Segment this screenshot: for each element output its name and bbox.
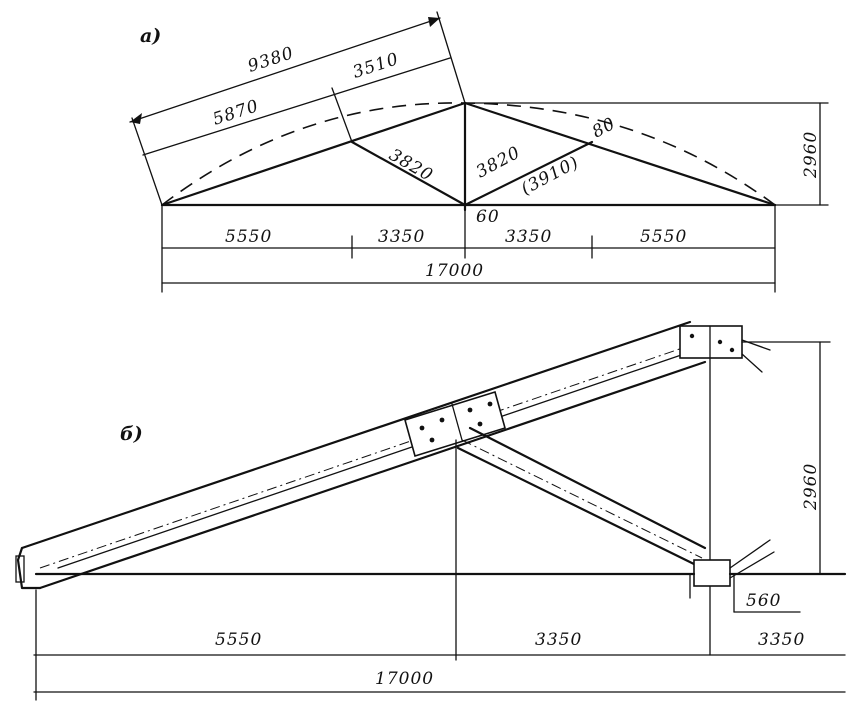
dim-9380: 9380 [245, 43, 296, 77]
deflection-curve [161, 102, 776, 206]
rafter-bottom-edge [38, 360, 707, 590]
strut-right [463, 140, 594, 207]
bolt [467, 407, 473, 413]
ext-line-node [331, 87, 353, 143]
strut-axis [461, 439, 703, 559]
bolt [477, 421, 483, 427]
dim-strut-right-alt: (3910) [518, 152, 583, 199]
strut-b [456, 426, 707, 568]
strut-upper-edge [468, 426, 707, 550]
truss-members-a [160, 101, 777, 212]
ridge-joint [679, 325, 771, 373]
bolt [439, 417, 445, 423]
bolt [689, 333, 695, 339]
arrow-9380-right [428, 17, 440, 27]
bolt [419, 425, 425, 431]
strut-lower-edge [456, 446, 700, 568]
rafter-b [15, 320, 707, 590]
heel-plate [15, 555, 25, 583]
span-dimensions-a: 5550 3350 3350 5550 17000 [161, 204, 776, 293]
splice-divider [451, 403, 463, 441]
dim-5870: 5870 [210, 96, 261, 130]
ext-line-top [436, 11, 466, 104]
bolt [429, 437, 435, 443]
diagram-b-label: б) [120, 423, 143, 445]
truss-scheme-a: а) 9380 5870 3510 3820 3820 ( [129, 11, 829, 293]
diagram-a-label: а) [140, 25, 161, 47]
top-chord-left [160, 101, 467, 207]
rafter-top-edge [20, 320, 692, 550]
bolt [729, 347, 735, 353]
dim-line-5870-3510 [142, 57, 451, 156]
dim-560: 560 [746, 591, 781, 611]
dim-span-a1: 5550 [225, 227, 272, 247]
dim-span-a3: 3350 [505, 227, 552, 247]
truss-construction-b: б) [15, 320, 847, 701]
height-dimension-a: 2960 [464, 102, 829, 206]
height-dimension-b: 2960 [741, 341, 831, 575]
dim-span-b1: 5550 [215, 630, 262, 650]
top-chord-right [463, 101, 777, 207]
dim-strut-left: 3820 [386, 145, 437, 186]
ext-line-left [131, 117, 163, 206]
dim-strut-right: 3820 [473, 143, 524, 183]
dim-3510: 3510 [350, 49, 401, 83]
bottom-node [689, 539, 775, 613]
bolt [487, 401, 493, 407]
bottom-node-plate [693, 559, 731, 587]
dim-node-80: 80 [589, 114, 619, 143]
splice-joint [404, 390, 506, 458]
dim-span-b3: 3350 [758, 630, 805, 650]
dim-span-b-total: 17000 [375, 669, 434, 689]
dim-span-a-total: 17000 [425, 261, 484, 281]
ridge-plate [679, 325, 743, 359]
dim-node-60: 60 [476, 207, 500, 227]
dim-span-a4: 5550 [640, 227, 687, 247]
span-dimensions-b: 5550 3350 3350 17000 [33, 589, 846, 701]
dim-span-b2: 3350 [535, 630, 582, 650]
ridge-rafter-stub [741, 353, 763, 373]
rafter-inner-line [57, 351, 691, 569]
rafter-heel [16, 546, 42, 590]
arrow-9380-left [130, 113, 142, 124]
dim-span-a2: 3350 [378, 227, 425, 247]
bolt [717, 339, 723, 345]
dim-line-9380 [129, 17, 441, 123]
node-stub [729, 539, 771, 569]
strut-left [350, 140, 467, 207]
dim-height-b: 2960 [801, 463, 821, 511]
dim-height-a: 2960 [801, 131, 821, 179]
rafter-axis [39, 341, 701, 569]
